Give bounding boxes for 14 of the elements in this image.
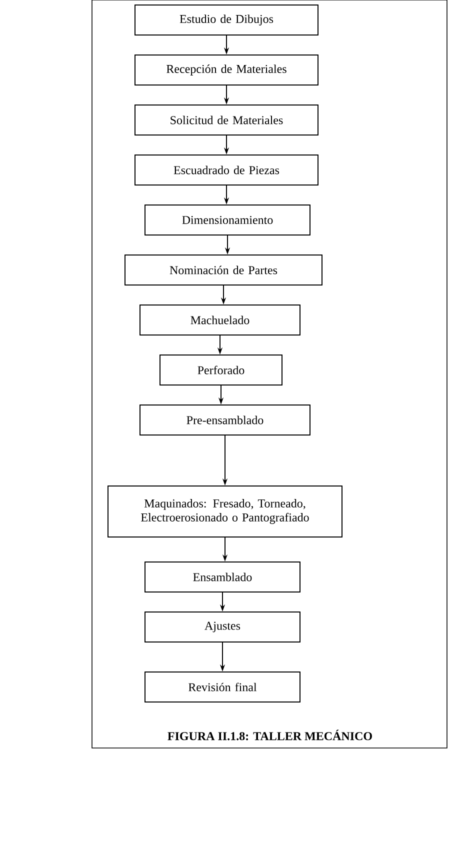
process-box: Dimensionamiento bbox=[144, 204, 310, 236]
process-box: Ajustes bbox=[144, 612, 300, 642]
process-box: Nominación de Partes bbox=[124, 254, 322, 286]
process-box: Pre-ensamblado bbox=[140, 404, 310, 436]
process-box: Escuadrado de Piezas bbox=[134, 154, 318, 186]
process-box: Ensamblado bbox=[144, 562, 300, 592]
process-box: Solicitud de Materiales bbox=[134, 104, 318, 136]
figure-caption: FIGURA II.1.8: TALLER MECÁNICO bbox=[168, 730, 372, 740]
process-box: Revisión final bbox=[144, 672, 300, 702]
process-box: Perforado bbox=[160, 354, 282, 386]
process-box: Machuelado bbox=[140, 304, 300, 336]
process-box: Maquinados: Fresado, Torneado, Electroerosionado o Pantografiado bbox=[108, 486, 342, 538]
process-box: Estudio de Dibujos bbox=[134, 4, 318, 36]
process-box: Recepción de Materiales bbox=[134, 54, 318, 86]
